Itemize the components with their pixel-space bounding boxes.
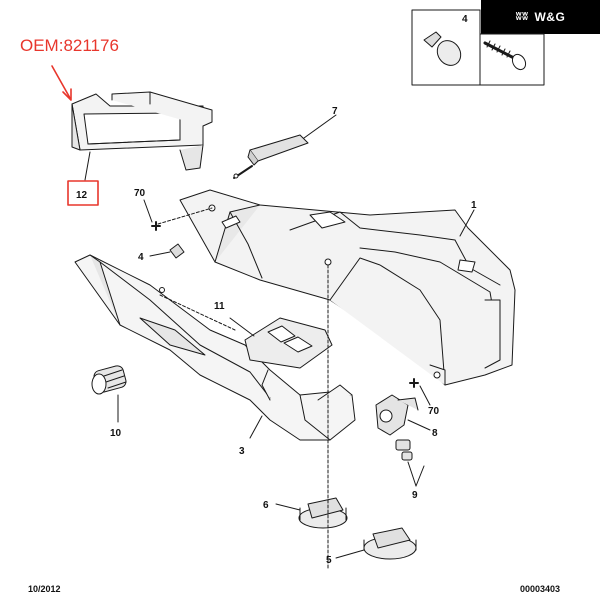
part-number-label: 1 [471, 200, 477, 211]
brand-logo-icon: ʬʬ [515, 11, 529, 23]
part-number-label: 70 [428, 406, 440, 417]
part-number-label: 8 [432, 428, 438, 439]
part-3-trim-panel [74, 254, 356, 441]
part-6-round-knob [298, 497, 348, 529]
part-number-label: 9 [412, 490, 418, 501]
inset-box [411, 9, 545, 86]
part-number-label: 6 [263, 500, 269, 511]
oem-arrow [51, 65, 71, 99]
part-number-label: 3 [239, 446, 245, 457]
part-number-label: 12 [76, 190, 88, 201]
part-number-label: 7 [332, 106, 338, 117]
screw-icon [483, 40, 527, 71]
footer-code: 00003403 [519, 584, 560, 594]
part-5-round-knob [363, 527, 417, 560]
part-12-compartment [71, 91, 213, 171]
part-1-housing [179, 189, 516, 386]
inset-part-number: 4 [462, 14, 468, 25]
part-number-label: 4 [138, 252, 144, 263]
part-number-label: 11 [214, 301, 225, 312]
oem-label: OEM:821176 [20, 36, 119, 55]
clip-icon [423, 31, 462, 66]
part-7-latch [233, 134, 309, 179]
assembly-guides [159, 264, 329, 571]
part-number-label: 5 [326, 555, 332, 566]
part-number-label: 10 [110, 428, 122, 439]
brand-badge: ʬʬ W&G [481, 0, 600, 34]
part-12-highlight-box [67, 180, 99, 206]
part-70-marker-left [143, 199, 213, 231]
part-10-knob [91, 365, 127, 395]
part-9-screws [395, 439, 413, 461]
brand-name: W&G [534, 10, 566, 24]
part-11-pad [244, 317, 333, 369]
footer-date: 10/2012 [28, 584, 61, 594]
part-8-handle [375, 394, 419, 436]
part-number-label: 70 [134, 188, 146, 199]
part-70-marker-right [409, 378, 431, 406]
part-4-clip [169, 243, 185, 259]
